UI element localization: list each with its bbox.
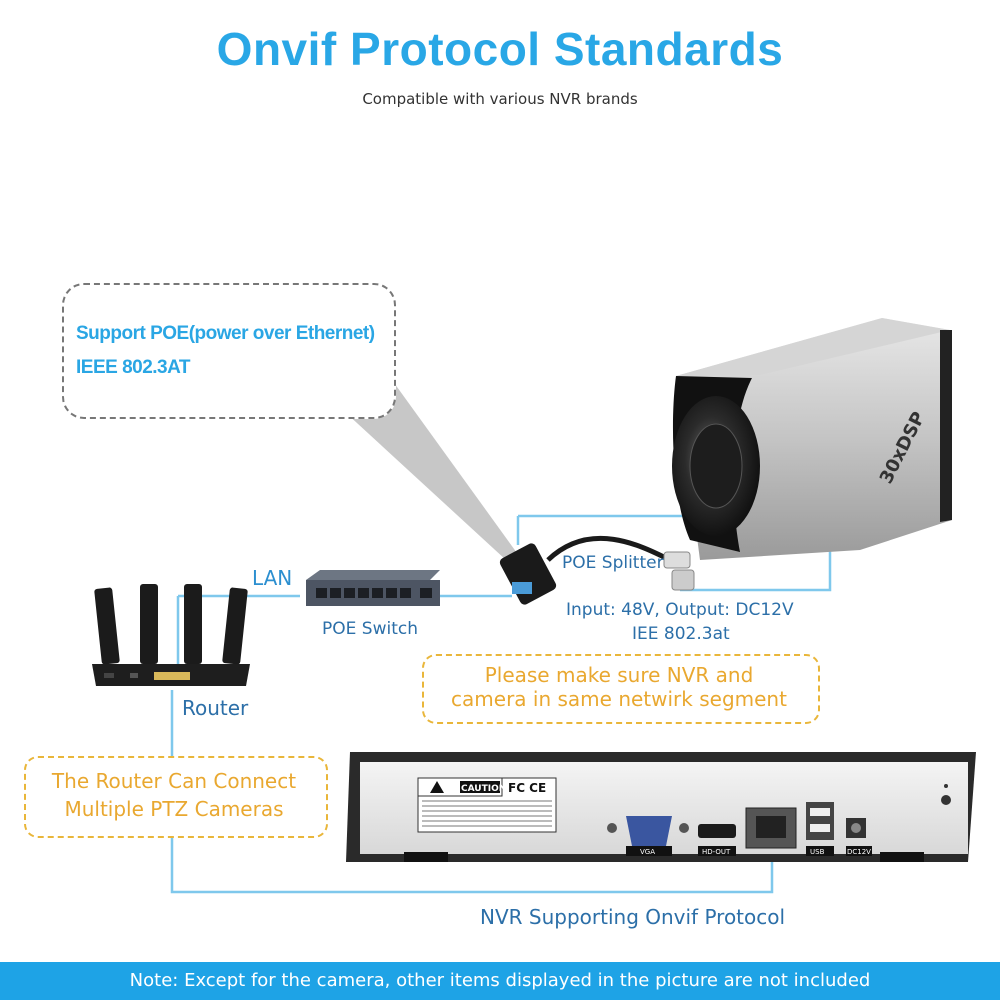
nvr-label: NVR Supporting Onvif Protocol — [480, 905, 785, 929]
port-label-vga: VGA — [640, 848, 655, 856]
segment-notice-line1: Please make sure NVR and — [422, 662, 816, 689]
port-label-usb: USB — [810, 848, 825, 856]
nvr-device — [346, 752, 976, 862]
router-notice-line2: Multiple PTZ Cameras — [24, 796, 324, 823]
poe-callout-box — [62, 283, 396, 419]
port-label-dc12v: DC12V — [847, 848, 871, 856]
segment-notice-line2: camera in same netwirk segment — [422, 686, 816, 713]
splitter-spec-line2: IEE 802.3at — [632, 624, 730, 644]
router-notice-line1: The Router Can Connect — [24, 768, 324, 795]
router-device — [92, 584, 250, 686]
poe-callout-line1: Support POE(power over Ethernet) — [76, 323, 375, 345]
port-label-hdout: HD-OUT — [702, 848, 731, 856]
router-label: Router — [182, 696, 248, 720]
fcc-mark: FC CE — [508, 781, 546, 795]
lan-label: LAN — [252, 566, 292, 590]
poe-switch-label: POE Switch — [322, 619, 418, 639]
poe-callout-line2: IEEE 802.3AT — [76, 357, 190, 379]
poe-switch-device — [306, 570, 440, 606]
caution-title: CAUTION — [461, 784, 506, 794]
splitter-spec-line1: Input: 48V, Output: DC12V — [566, 600, 794, 620]
note-text: Note: Except for the camera, other items… — [0, 970, 1000, 991]
poe-splitter-label: POE Splitter — [562, 553, 664, 573]
